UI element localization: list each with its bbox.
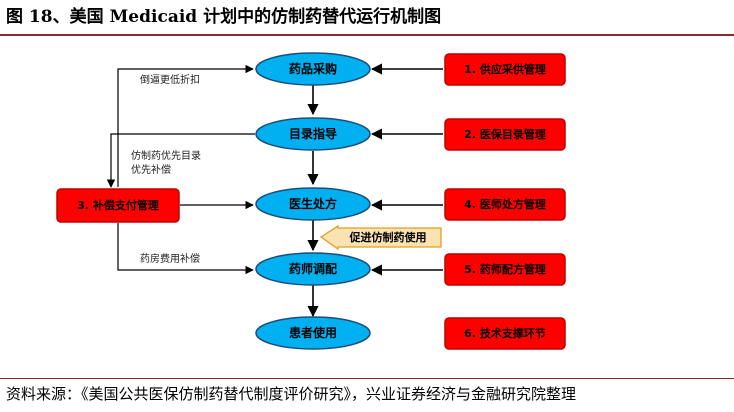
node-drug-procurement: 药品采购 (255, 52, 371, 86)
flow-diagram: 倒逼更低折扣 仿制药优先目录 优先补偿 药房费用补偿 药品采购 目录指导 医生处… (56, 52, 566, 350)
source-note: 资料来源：《美国公共医保仿制药替代制度评价研究》，兴业证券经济与金融研究院整理 (6, 385, 577, 403)
source-rule (0, 378, 734, 379)
box-supply-management: 1. 供应采供管理 (444, 53, 566, 86)
connector-priority (106, 133, 255, 188)
box-prescription-management: 4. 医师处方管理 (444, 188, 566, 221)
note-priority-line2: 优先补偿 (131, 163, 171, 176)
title-rule (0, 34, 734, 36)
box-label: 2. 医保目录管理 (464, 127, 546, 141)
box-technical-support: 6. 技术支撑环节 (444, 317, 566, 350)
node-formulary-guidance: 目录指导 (255, 117, 371, 151)
node-physician-prescription: 医生处方 (255, 187, 371, 221)
node-label: 药品采购 (289, 61, 337, 76)
box-formulary-management: 2. 医保目录管理 (444, 118, 566, 151)
box-label: 4. 医师处方管理 (464, 197, 546, 211)
note-priority-line1: 仿制药优先目录 (131, 149, 201, 162)
box-dispensing-management: 5. 药师配方管理 (444, 253, 566, 286)
box-label: 1. 供应采供管理 (464, 62, 546, 76)
note-return-discount: 倒逼更低折扣 (140, 73, 200, 86)
connector-discount (117, 64, 254, 187)
node-label: 患者使用 (289, 325, 337, 340)
promote-generic-arrow: 促进仿制药使用 (319, 224, 442, 251)
node-label: 医生处方 (289, 196, 337, 211)
note-pharmacy-fee: 药房费用补偿 (140, 252, 200, 265)
node-patient-use: 患者使用 (255, 316, 371, 350)
node-pharmacist-dispensing: 药师调配 (255, 252, 371, 286)
box-label: 5. 药师配方管理 (464, 262, 546, 276)
box-label: 6. 技术支撑环节 (464, 326, 546, 340)
node-label: 目录指导 (289, 126, 337, 141)
box-label: 3. 补偿支付管理 (77, 198, 159, 212)
node-label: 药师调配 (289, 261, 337, 276)
box-reimbursement-management: 3. 补偿支付管理 (56, 188, 180, 223)
connector-pharmacy (117, 223, 254, 275)
promote-label: 促进仿制药使用 (349, 230, 427, 244)
figure-title: 图 18、美国 Medicaid 计划中的仿制药替代运行机制图 (6, 7, 442, 27)
